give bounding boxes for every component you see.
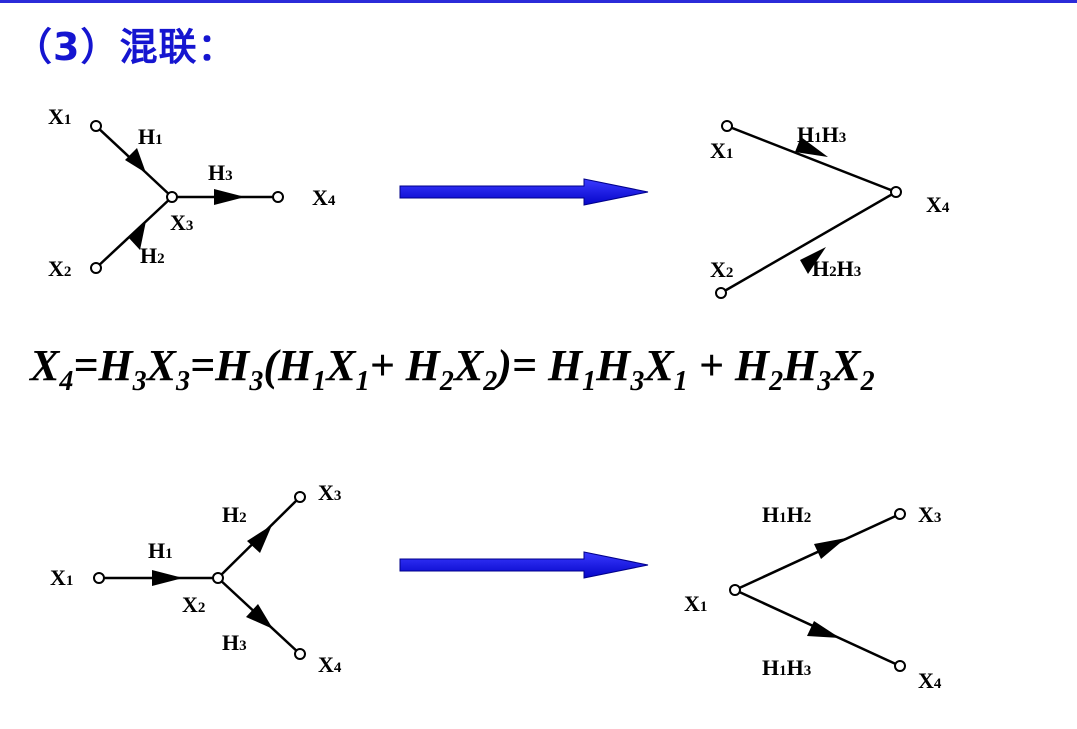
label-h2: H2 [140, 243, 165, 268]
label-x4: X4 [312, 185, 336, 210]
top-rule [0, 0, 1077, 3]
node-x2 [90, 262, 102, 274]
node-x3 [894, 508, 906, 520]
label-x1: X1 [710, 138, 733, 163]
label-x2: X2 [710, 257, 733, 282]
arrow-h2 [128, 221, 146, 250]
node-x1 [729, 584, 741, 596]
node-x3 [294, 491, 306, 503]
diagram2-right: X1 X3 X4 H1H2 H1H3 [684, 502, 942, 693]
label-h1: H1 [138, 124, 163, 149]
label-h1h3: H1H3 [762, 655, 811, 680]
transform-arrow-1 [399, 178, 649, 206]
edge-h1h2 [734, 512, 901, 592]
label-h1h3: H1H3 [797, 122, 846, 147]
node-x1 [90, 120, 102, 132]
edge-h2h3 [720, 190, 897, 295]
label-x2: X2 [182, 592, 205, 617]
node-x1 [93, 572, 105, 584]
edge-h1h3 [726, 124, 897, 194]
diagram1-left: X1 X2 X3 X4 H1 H2 H3 [48, 104, 336, 281]
diagram2-left: X1 X2 X3 X4 H1 H2 H3 [50, 480, 342, 677]
arrow-h1h3 [807, 621, 840, 638]
label-x3: X3 [318, 480, 341, 505]
label-h3: H3 [222, 630, 247, 655]
node-x4 [894, 660, 906, 672]
node-x3 [166, 191, 178, 203]
diagram1-right: X1 X2 X4 H1H3 H2H3 [710, 120, 950, 299]
arrow-h3 [246, 604, 273, 629]
node-x4 [890, 186, 902, 198]
label-h2h3: H2H3 [812, 256, 861, 281]
arrow-h2 [247, 525, 272, 553]
arrow-h1h3 [795, 137, 828, 157]
arrow-h1h2 [814, 538, 846, 559]
label-x3: X3 [170, 210, 193, 235]
label-x1: X1 [48, 104, 71, 129]
arrow-h3 [214, 189, 245, 205]
node-x4 [294, 648, 306, 660]
label-x4: X4 [318, 652, 342, 677]
label-x2: X2 [48, 256, 71, 281]
node-x2 [212, 572, 224, 584]
arrow-h1 [152, 570, 183, 586]
transform-arrow-2 [399, 551, 649, 579]
label-x1: X1 [684, 591, 707, 616]
equation: X4=H3X3=H3(H1X1+ H2X2)= H1H3X1 + H2H3X2 [30, 341, 875, 397]
page-title: （3）混联： [14, 25, 237, 69]
label-h1h2: H1H2 [762, 502, 811, 527]
label-x4: X4 [918, 668, 942, 693]
node-x1 [721, 120, 733, 132]
label-h3: H3 [208, 160, 233, 185]
label-x1: X1 [50, 565, 73, 590]
arrow-h1 [125, 148, 146, 173]
label-x4: X4 [926, 192, 950, 217]
label-x3: X3 [918, 502, 941, 527]
label-h1: H1 [148, 538, 173, 563]
node-x2 [715, 287, 727, 299]
label-h2: H2 [222, 502, 247, 527]
node-x4 [272, 191, 284, 203]
arrow-h2h3 [800, 247, 826, 274]
